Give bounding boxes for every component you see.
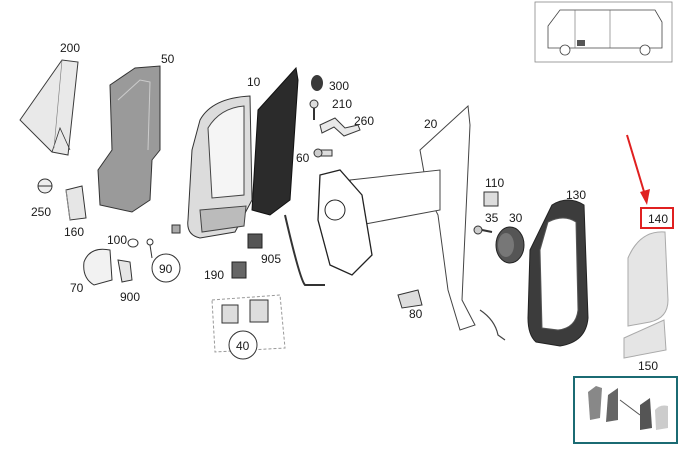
label-140: 140 bbox=[648, 212, 668, 226]
label-210: 210 bbox=[332, 97, 352, 111]
label-100: 100 bbox=[107, 233, 127, 247]
part-35-screw[interactable] bbox=[473, 225, 493, 235]
part-160-lamp[interactable] bbox=[65, 185, 87, 221]
overview-thumbnail[interactable] bbox=[573, 376, 678, 444]
label-60: 60 bbox=[296, 151, 310, 165]
part-40-kit[interactable] bbox=[211, 294, 286, 360]
label-90: 90 bbox=[159, 262, 173, 276]
part-905-plug[interactable] bbox=[247, 233, 263, 249]
part-210-screw[interactable] bbox=[309, 99, 319, 120]
part-70-lens[interactable] bbox=[83, 248, 113, 286]
label-900: 900 bbox=[120, 290, 140, 304]
part-300-cap[interactable] bbox=[311, 75, 323, 91]
label-70: 70 bbox=[70, 281, 84, 295]
part-80-clip[interactable] bbox=[397, 289, 423, 309]
part-10-mirror-assembly[interactable] bbox=[187, 66, 325, 286]
part-30-motor[interactable] bbox=[495, 226, 525, 264]
label-300: 300 bbox=[329, 79, 349, 93]
label-10: 10 bbox=[247, 75, 261, 89]
label-35: 35 bbox=[485, 211, 499, 225]
label-150: 150 bbox=[638, 359, 658, 373]
part-200-cover[interactable] bbox=[19, 59, 79, 156]
label-20: 20 bbox=[424, 117, 438, 131]
part-900-socket[interactable] bbox=[117, 259, 133, 283]
label-80: 80 bbox=[409, 307, 423, 321]
part-20-mounting-arm[interactable] bbox=[317, 104, 506, 341]
label-110: 110 bbox=[485, 176, 504, 190]
part-250-clip[interactable] bbox=[37, 178, 53, 194]
label-260: 260 bbox=[354, 114, 374, 128]
part-90-wire[interactable] bbox=[146, 224, 181, 283]
label-50: 50 bbox=[161, 52, 175, 66]
vehicle-locator-thumbnail[interactable] bbox=[534, 1, 673, 63]
label-160: 160 bbox=[64, 225, 84, 239]
label-200: 200 bbox=[60, 41, 80, 55]
highlight-box bbox=[640, 207, 674, 229]
part-60-bolt[interactable] bbox=[313, 148, 333, 158]
label-190: 190 bbox=[204, 268, 224, 282]
part-260-bracket[interactable] bbox=[319, 117, 361, 137]
part-190-connector[interactable] bbox=[231, 261, 247, 279]
label-30: 30 bbox=[509, 211, 523, 225]
label-130: 130 bbox=[566, 188, 586, 202]
callout-labels: 200 50 10 300 210 260 60 20 250 160 100 … bbox=[31, 41, 668, 373]
part-110-connector[interactable] bbox=[483, 191, 499, 207]
part-150-blind-spot-glass[interactable] bbox=[623, 319, 667, 359]
part-50-housing[interactable] bbox=[97, 65, 161, 213]
label-250: 250 bbox=[31, 205, 51, 219]
label-905: 905 bbox=[261, 252, 281, 266]
highlight-arrow bbox=[626, 134, 650, 205]
part-130-glass-frame[interactable] bbox=[527, 199, 589, 347]
part-100-bulb[interactable] bbox=[127, 238, 139, 248]
label-40: 40 bbox=[236, 339, 250, 353]
part-140-mirror-glass[interactable] bbox=[627, 231, 669, 327]
